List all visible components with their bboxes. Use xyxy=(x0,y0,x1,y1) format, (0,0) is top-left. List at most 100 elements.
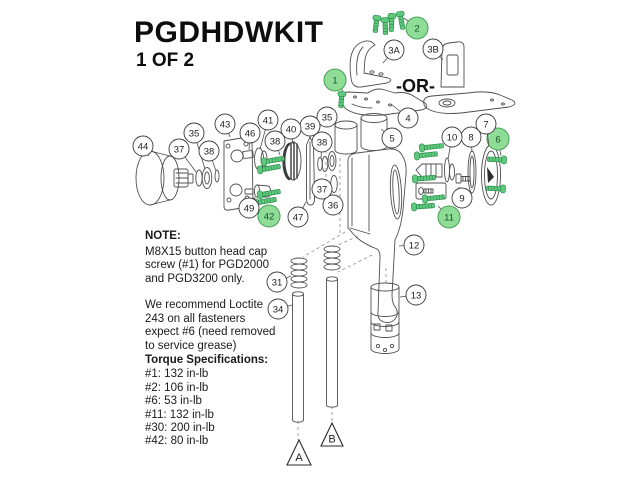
main-housing-part xyxy=(347,148,407,324)
svg-text:42: 42 xyxy=(264,211,275,222)
svg-text:3A: 3A xyxy=(388,45,400,56)
svg-text:11: 11 xyxy=(444,212,454,223)
torque-spec-block: Torque Specifications: #1: 132 in-lb #2:… xyxy=(145,354,268,449)
callout-35: 35 xyxy=(316,106,338,128)
svg-text:40: 40 xyxy=(286,124,297,135)
motor-endcap-part xyxy=(135,150,194,206)
page-subtitle: 1 OF 2 xyxy=(136,50,195,71)
callout-42: 42 xyxy=(257,204,281,228)
datum-flag-b: B xyxy=(320,421,344,447)
screw-icon xyxy=(372,14,382,33)
svg-text:49: 49 xyxy=(244,203,255,214)
gasket-part xyxy=(467,150,477,194)
svg-text:13: 13 xyxy=(411,290,422,301)
callout-9: 9 xyxy=(451,186,473,209)
callout-10: 10 xyxy=(441,126,463,160)
svg-text:47: 47 xyxy=(293,212,304,223)
screw-icon xyxy=(337,90,347,108)
callout-43: 43 xyxy=(214,113,236,138)
svg-text:41: 41 xyxy=(263,115,274,126)
callout-40: 40 xyxy=(280,118,302,145)
svg-text:10: 10 xyxy=(447,132,458,143)
svg-text:44: 44 xyxy=(138,141,149,152)
callout-5: 5 xyxy=(380,127,403,149)
pinion-shaft-part xyxy=(415,157,455,183)
svg-text:8: 8 xyxy=(468,132,473,143)
callout-44: 44 xyxy=(132,135,154,157)
or-label: -OR- xyxy=(396,76,435,96)
clutch-cylinder-part xyxy=(370,282,400,354)
callout-41: 41 xyxy=(257,109,279,150)
callout-38: 38 xyxy=(198,140,220,172)
svg-text:36: 36 xyxy=(328,200,339,211)
note-block: NOTE: M8X15 button head cap screw (#1) f… xyxy=(145,230,335,366)
screw-icon xyxy=(395,10,406,30)
svg-text:4: 4 xyxy=(405,113,410,124)
screw-icon xyxy=(411,202,435,212)
screw-icon xyxy=(421,194,445,204)
svg-text:9: 9 xyxy=(459,193,464,204)
spacer-cylinder-35 xyxy=(334,120,358,155)
svg-text:37: 37 xyxy=(174,144,185,155)
torque-item: #2: 106 in-lb xyxy=(145,381,209,394)
screw-icon xyxy=(412,174,436,184)
callout-1: 1 xyxy=(323,68,347,92)
svg-text:38: 38 xyxy=(204,146,215,157)
svg-text:39: 39 xyxy=(305,121,316,132)
mount-plate-left-part xyxy=(340,88,428,116)
svg-text:6: 6 xyxy=(495,134,500,145)
svg-text:38: 38 xyxy=(317,137,328,148)
bracket-3a-part xyxy=(349,40,392,88)
bracket-3b-part xyxy=(440,41,465,88)
callout-38: 38 xyxy=(264,130,286,156)
torque-heading: Torque Specifications: xyxy=(145,354,269,366)
callout-34: 34 xyxy=(267,298,293,320)
svg-text:35: 35 xyxy=(322,112,333,123)
callout-2: 2 xyxy=(403,16,429,40)
svg-text:7: 7 xyxy=(483,119,488,130)
screw-icon xyxy=(260,155,285,167)
screw-icon xyxy=(418,143,444,153)
svg-text:38: 38 xyxy=(270,136,281,147)
callout-35: 35 xyxy=(183,122,206,170)
screw-icon xyxy=(486,184,506,194)
svg-text:3B: 3B xyxy=(427,44,439,55)
key-block-part xyxy=(242,150,254,195)
callout-6: 6 xyxy=(486,127,510,157)
torque-item: #1: 132 in-lb xyxy=(145,368,209,381)
torque-item: #42: 80 in-lb xyxy=(145,435,209,448)
callout-36: 36 xyxy=(322,194,344,216)
gear-part xyxy=(282,141,302,181)
callout-13: 13 xyxy=(399,284,427,306)
cover-plate-part xyxy=(481,144,501,206)
line-art xyxy=(135,40,516,423)
svg-text:5: 5 xyxy=(389,133,394,144)
torque-item: #6: 53 in-lb xyxy=(145,395,202,408)
washers-and-bearing xyxy=(195,167,220,189)
note-paragraph-2: We recommend Loctite 243 on all fastener… xyxy=(145,299,276,352)
datum-label-a: A xyxy=(295,452,303,464)
svg-text:1: 1 xyxy=(332,75,337,86)
callout-12: 12 xyxy=(398,234,425,256)
callout-31: 31 xyxy=(266,271,292,293)
screw-icon xyxy=(387,13,397,32)
mount-plate-right-part xyxy=(423,91,516,114)
callout-49: 49 xyxy=(238,196,260,219)
callout-8: 8 xyxy=(460,126,482,153)
svg-text:34: 34 xyxy=(273,304,284,315)
callout-3b: 3B xyxy=(422,38,444,61)
svg-text:31: 31 xyxy=(272,277,283,288)
screw-icon xyxy=(256,163,281,175)
svg-text:35: 35 xyxy=(189,128,200,139)
datum-label-b: B xyxy=(328,434,335,446)
callout-47: 47 xyxy=(287,201,309,228)
datum-flag-a: A xyxy=(286,438,312,466)
page-title: PGDHDWKIT xyxy=(134,16,324,49)
callout-38: 38 xyxy=(311,131,333,159)
svg-text:46: 46 xyxy=(245,128,256,139)
torque-item: #30: 200 in-lb xyxy=(145,422,215,435)
screw-icon xyxy=(380,17,390,35)
